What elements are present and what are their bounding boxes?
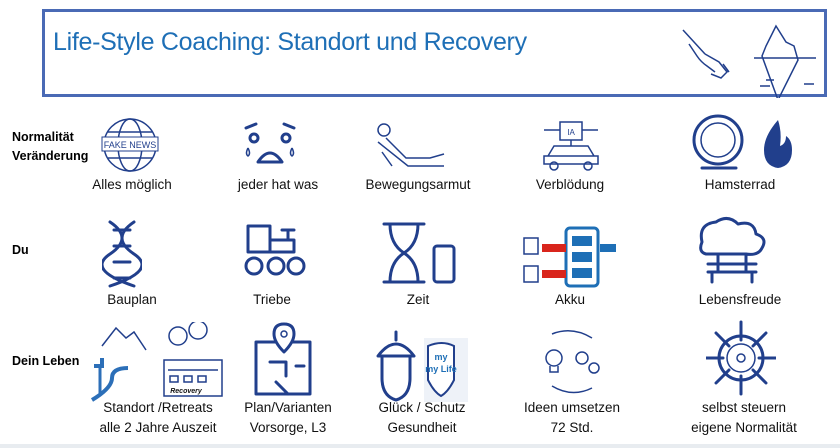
idea-gears-icon (538, 328, 608, 398)
svg-text:my Life: my Life (425, 364, 457, 374)
svg-text:my: my (434, 352, 447, 362)
fake-news-globe-icon: FAKE NEWS (100, 115, 160, 175)
label-standort: Standort /Retreats alle 2 Jahre Auszeit (78, 398, 238, 438)
label-line: 72 Std. (550, 420, 594, 435)
label-line: Standort /Retreats (103, 400, 213, 415)
page-title: Life-Style Coaching: Standort und Recove… (53, 28, 527, 56)
row-label-dein-leben: Dein Leben (12, 354, 80, 368)
row-label-normalitaet: Normalität Veränderung (12, 128, 88, 166)
park-bench-trees-icon (696, 216, 772, 286)
label-verbloedung: Verblödung (535, 177, 605, 192)
label-line: Glück / Schutz (378, 400, 466, 415)
mountain-road-retreat-icon: Recovery (88, 322, 228, 402)
label-hamsterrad: Hamsterrad (704, 177, 776, 192)
battery-icon (520, 222, 620, 288)
label-selbst-steuern: selbst steuern eigene Normalität (664, 398, 824, 438)
svg-text:IA: IA (567, 128, 575, 137)
bottom-edge (0, 444, 840, 448)
scared-face-icon (240, 118, 300, 168)
hamster-wheel-fire-icon (690, 112, 800, 172)
label-bauplan: Bauplan (107, 292, 157, 307)
dna-icon (102, 218, 142, 290)
label-ideen: Ideen umsetzen 72 Std. (492, 398, 652, 438)
svg-text:FAKE NEWS: FAKE NEWS (104, 140, 157, 150)
row-label-line: Normalität (12, 130, 74, 144)
label-line: Vorsorge, L3 (249, 420, 327, 435)
label-line: Ideen umsetzen (523, 400, 621, 415)
label-akku: Akku (554, 292, 585, 307)
title-box: Life-Style Coaching: Standort und Recove… (42, 9, 827, 98)
label-line: eigene Normalität (691, 420, 797, 435)
iceberg-icon (750, 18, 820, 98)
label-bewegungsarmut: Bewegungsarmut (365, 177, 471, 192)
label-line: Gesundheit (387, 420, 457, 435)
hourglass-phone-icon (380, 220, 460, 286)
handshake-rescue-icon (675, 24, 735, 86)
locomotive-icon (242, 222, 308, 282)
label-glueck: Glück / Schutz Gesundheit (342, 398, 502, 438)
label-plan: Plan/Varianten Vorsorge, L3 (208, 398, 368, 438)
ai-car-chip-icon: IA (538, 116, 604, 172)
label-lebensfreude: Lebensfreude (698, 292, 782, 307)
label-line: alle 2 Jahre Auszeit (99, 420, 217, 435)
ship-wheel-icon (706, 320, 776, 396)
row-label-line: Veränderung (12, 149, 89, 163)
map-pin-icon (248, 322, 318, 396)
label-zeit: Zeit (406, 292, 430, 307)
label-triebe: Triebe (253, 292, 291, 307)
reclining-person-icon (372, 120, 448, 170)
label-line: Plan/Varianten (244, 400, 332, 415)
label-line: selbst steuern (701, 400, 787, 415)
row-label-du: Du (12, 243, 29, 257)
label-alles-moeglich: Alles möglich (92, 177, 172, 192)
acorn-shield-icon: my my Life (372, 330, 472, 402)
label-jeder-hat-was: jeder hat was (237, 177, 319, 192)
svg-text:Recovery: Recovery (170, 388, 203, 395)
